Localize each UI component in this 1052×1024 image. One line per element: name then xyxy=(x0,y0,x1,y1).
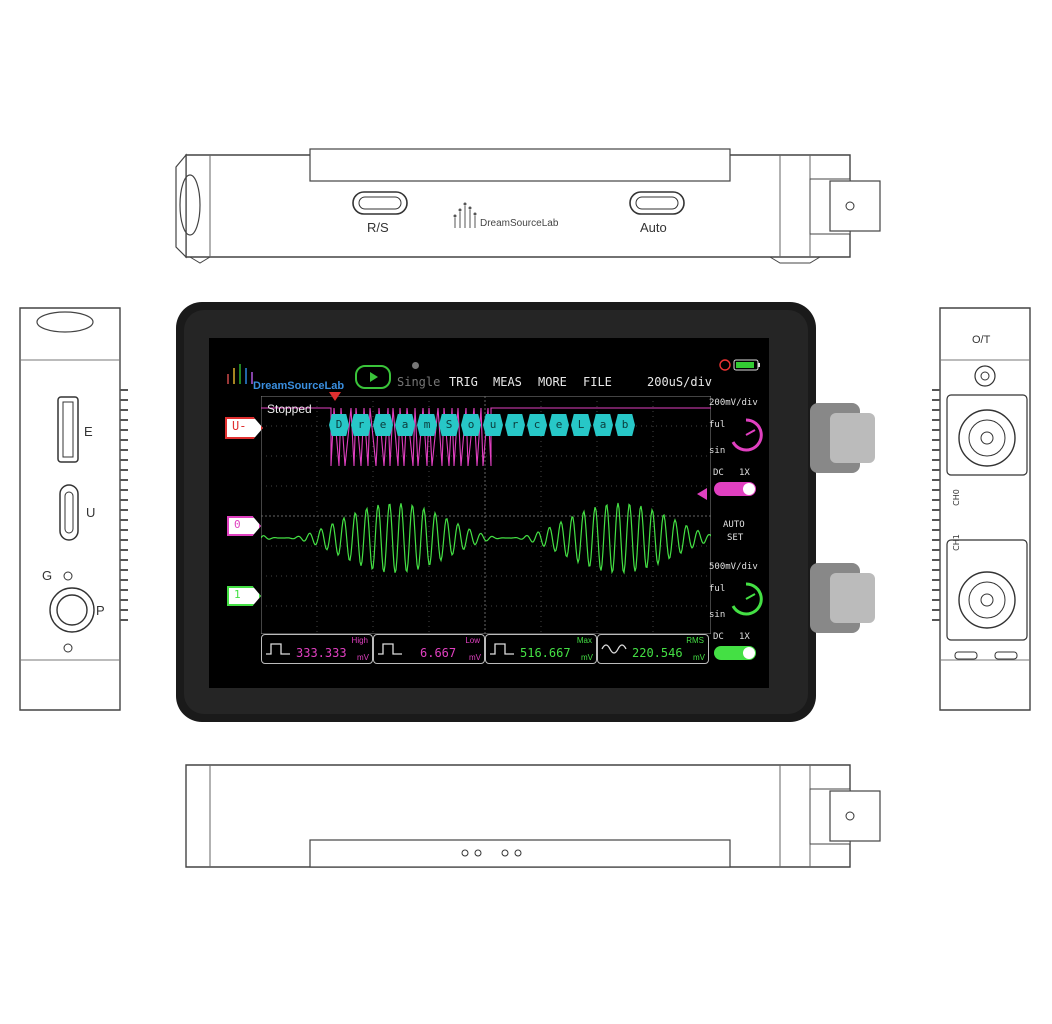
decoded-char: r xyxy=(351,414,371,436)
measure-rms-value: 220.546 xyxy=(632,646,683,660)
pulse-low-icon xyxy=(378,643,402,655)
measure-low[interactable]: Low 6.667 mV xyxy=(373,634,485,664)
ch1-marker-label: 1 xyxy=(234,588,241,601)
ch1-volts-div[interactable]: 500mV/div xyxy=(709,562,758,572)
decoded-char: L xyxy=(571,414,591,436)
ch0-marker-label: 0 xyxy=(234,518,241,531)
measure-rms-label: RMS xyxy=(686,636,704,645)
right-view-outline xyxy=(932,307,1031,711)
auto-label: Auto xyxy=(640,220,667,235)
meas-menu[interactable]: MEAS xyxy=(493,375,522,389)
rs-label: R/S xyxy=(367,220,389,235)
autoset-line2[interactable]: SET xyxy=(727,533,744,543)
sine-rms-icon xyxy=(601,644,627,654)
decoded-char: b xyxy=(615,414,635,436)
left-view-outline xyxy=(19,307,128,711)
status-led xyxy=(412,362,419,369)
ch0-offset-knob[interactable] xyxy=(729,418,763,452)
ch0-volts-div[interactable]: 200mV/div xyxy=(709,398,758,408)
measure-rms[interactable]: RMS 220.546 mV xyxy=(597,634,709,664)
top-brand: DreamSourceLab xyxy=(480,218,559,229)
decoder-marker-label: U- xyxy=(232,419,247,433)
ch0-mode1[interactable]: ful xyxy=(709,420,726,430)
play-icon xyxy=(370,372,378,382)
ch0-trace xyxy=(261,407,711,467)
measure-max-value: 516.667 xyxy=(520,646,571,660)
bottom-view-outline xyxy=(185,764,881,868)
decoded-char: m xyxy=(417,414,437,436)
brand-logo-icon xyxy=(453,202,477,228)
decoded-char: r xyxy=(505,414,525,436)
measure-low-label: Low xyxy=(465,636,480,645)
decoder-marker[interactable]: U- xyxy=(225,417,263,439)
measure-high[interactable]: High 333.333 mV xyxy=(261,634,373,664)
timebase-control[interactable]: 200uS/div xyxy=(647,375,713,389)
ch0-marker[interactable]: 0 xyxy=(227,516,261,536)
decoded-char: a xyxy=(395,414,415,436)
trig-menu[interactable]: TRIG xyxy=(449,375,478,389)
u-label: U xyxy=(86,505,96,520)
ch1-mode2[interactable]: sin xyxy=(709,610,726,620)
trigger-position-icon xyxy=(329,392,341,401)
oscilloscope-screen: DreamSourceLab Single TRIG MEAS MORE FIL… xyxy=(209,338,769,688)
ch0-toggle[interactable] xyxy=(714,482,756,496)
ch1-offset-knob[interactable] xyxy=(729,582,763,616)
screen-brand: DreamSourceLab xyxy=(253,380,345,392)
ch0-coupling[interactable]: DC xyxy=(713,468,724,478)
run-button[interactable] xyxy=(355,365,391,389)
p-label: P xyxy=(96,603,105,618)
ch1-marker[interactable]: 1 xyxy=(227,586,261,606)
decoded-char: e xyxy=(373,414,393,436)
more-menu[interactable]: MORE xyxy=(538,375,567,389)
measure-high-unit: mV xyxy=(357,653,369,662)
e-label: E xyxy=(84,424,93,439)
ch0-probe[interactable]: 1X xyxy=(739,468,750,478)
ch0-mode2[interactable]: sin xyxy=(709,446,726,456)
pulse-max-icon xyxy=(490,643,514,655)
measure-high-label: High xyxy=(351,636,368,645)
measure-rms-unit: mV xyxy=(693,653,705,662)
single-button[interactable]: Single xyxy=(397,375,441,389)
decoded-char: a xyxy=(593,414,613,436)
decoded-char: o xyxy=(461,414,481,436)
pulse-high-icon xyxy=(266,643,290,655)
decoded-char: u xyxy=(483,414,503,436)
ch1-mode1[interactable]: ful xyxy=(709,584,726,594)
ch1-probe[interactable]: 1X xyxy=(739,632,750,642)
file-menu[interactable]: FILE xyxy=(583,375,612,389)
autoset-line1[interactable]: AUTO xyxy=(723,520,745,530)
measure-low-unit: mV xyxy=(469,653,481,662)
ch1-trace xyxy=(261,502,711,575)
ch1-toggle[interactable] xyxy=(714,646,756,660)
brand-logo-icon xyxy=(227,364,253,384)
measure-low-value: 6.667 xyxy=(420,646,457,660)
battery-icon xyxy=(719,359,760,371)
status-text: Stopped xyxy=(267,402,312,416)
ch1-label: CH1 xyxy=(951,534,961,551)
measure-high-value: 333.333 xyxy=(296,646,347,660)
measure-max[interactable]: Max 516.667 mV xyxy=(485,634,597,664)
decoded-char: e xyxy=(549,414,569,436)
measure-max-label: Max xyxy=(576,636,592,645)
measure-max-unit: mV xyxy=(581,653,593,662)
ch0-label: CH0 xyxy=(951,489,961,506)
decoded-char: c xyxy=(527,414,547,436)
decoded-char: S xyxy=(439,414,459,436)
ch1-coupling[interactable]: DC xyxy=(713,632,724,642)
ch0-trigger-level-icon xyxy=(697,488,707,500)
decoded-char: D xyxy=(329,414,349,436)
ot-label: O/T xyxy=(972,334,991,346)
g-label: G xyxy=(42,568,53,583)
top-view-outline xyxy=(175,148,881,264)
